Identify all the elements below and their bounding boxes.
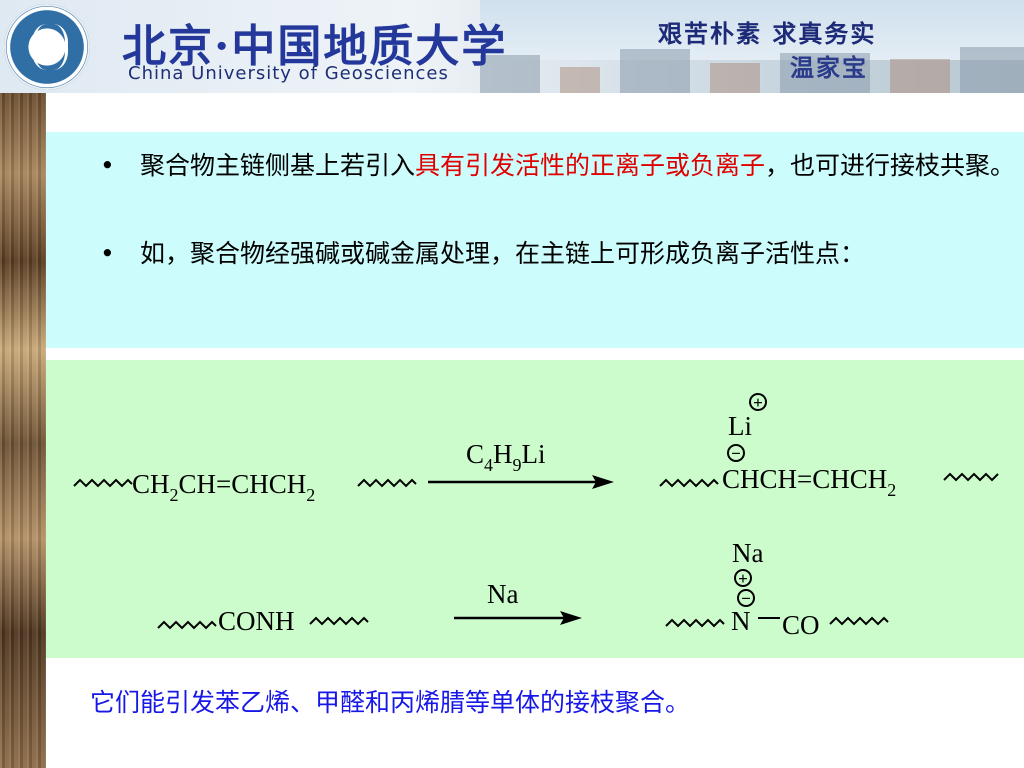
reagent-2: Na bbox=[487, 579, 518, 609]
polymer-chain-wavy-line bbox=[157, 620, 217, 630]
polymer-chain-wavy-line bbox=[943, 472, 999, 482]
polymer-chain-wavy-line bbox=[309, 616, 369, 626]
header-banner: 北京·中国地质大学 China University of Geoscience… bbox=[0, 0, 1024, 93]
banner-building bbox=[560, 67, 600, 93]
reaction-scheme: CH2CH=CHCH2 C4H9Li + Li − CHCH=CHCH2 CON… bbox=[73, 393, 999, 640]
decorative-side-strip bbox=[0, 93, 46, 768]
minus-sign: − bbox=[731, 444, 741, 463]
university-name-cn: 北京·中国地质大学 bbox=[122, 21, 508, 72]
reactant-2: CONH bbox=[218, 606, 295, 636]
university-name-en: China University of Geosciences bbox=[128, 63, 449, 84]
bullet-dot: • bbox=[100, 151, 115, 180]
reagent-1: C4H9Li bbox=[466, 439, 546, 475]
polymer-chain-wavy-line bbox=[659, 478, 719, 488]
footer-text: 它们能引发苯乙烯、甲醛和丙烯腈等单体的接枝聚合。 bbox=[90, 688, 691, 717]
banner-building bbox=[890, 59, 950, 93]
bullet-text-plain: 聚合物主链侧基上若引入 bbox=[140, 151, 416, 180]
polymer-chain-wavy-line bbox=[829, 616, 889, 626]
arrow-head-icon bbox=[592, 475, 614, 489]
product-2-cation: Na bbox=[732, 538, 763, 568]
bullet-text-2: 如，聚合物经强碱或碱金属处理，在主链上可形成负离子活性点： bbox=[140, 239, 866, 268]
polymer-chain-wavy-line bbox=[357, 478, 417, 488]
negative-charge-icon bbox=[727, 444, 745, 462]
positive-charge-icon bbox=[749, 393, 767, 411]
bullet-text-plain: ，也可进行接枝共聚。 bbox=[765, 151, 1016, 180]
banner-building bbox=[960, 47, 1024, 93]
bullet-text-highlight: 具有引发活性的正离子或负离子 bbox=[415, 151, 766, 180]
banner-sky bbox=[480, 0, 1024, 60]
reaction-panel: CH2CH=CHCH2 C4H9Li + Li − CHCH=CHCH2 CON… bbox=[46, 360, 1024, 658]
motto-line-1: 艰苦朴素 求真务实 bbox=[658, 19, 877, 48]
banner-building bbox=[620, 49, 690, 93]
reactant-1: CH2CH=CHCH2 bbox=[132, 469, 315, 505]
positive-charge-icon bbox=[734, 569, 752, 587]
polymer-chain-wavy-line bbox=[73, 478, 133, 488]
plus-sign: + bbox=[738, 569, 748, 588]
product-2-carbonyl: CO bbox=[782, 610, 820, 640]
minus-sign: − bbox=[741, 589, 751, 608]
university-emblem-icon bbox=[4, 4, 90, 90]
bullet-dot: • bbox=[100, 239, 115, 268]
product-1-cation: Li bbox=[728, 411, 752, 441]
motto-line-2: 温家宝 bbox=[790, 53, 868, 82]
plus-sign: + bbox=[753, 393, 763, 412]
product-2-nitrogen: N bbox=[731, 606, 751, 636]
negative-charge-icon bbox=[737, 589, 755, 607]
product-1: CHCH=CHCH2 bbox=[722, 464, 896, 500]
text-panel: • 聚合物主链侧基上若引入具有引发活性的正离子或负离子，也可进行接枝共聚。 • … bbox=[46, 132, 1024, 348]
arrow-head-icon bbox=[560, 611, 582, 625]
banner-building bbox=[780, 53, 870, 93]
bullet-text-1: 聚合物主链侧基上若引入具有引发活性的正离子或负离子，也可进行接枝共聚。 bbox=[140, 146, 1024, 186]
banner-building bbox=[480, 55, 540, 93]
banner-building bbox=[710, 63, 760, 93]
polymer-chain-wavy-line bbox=[665, 618, 725, 628]
